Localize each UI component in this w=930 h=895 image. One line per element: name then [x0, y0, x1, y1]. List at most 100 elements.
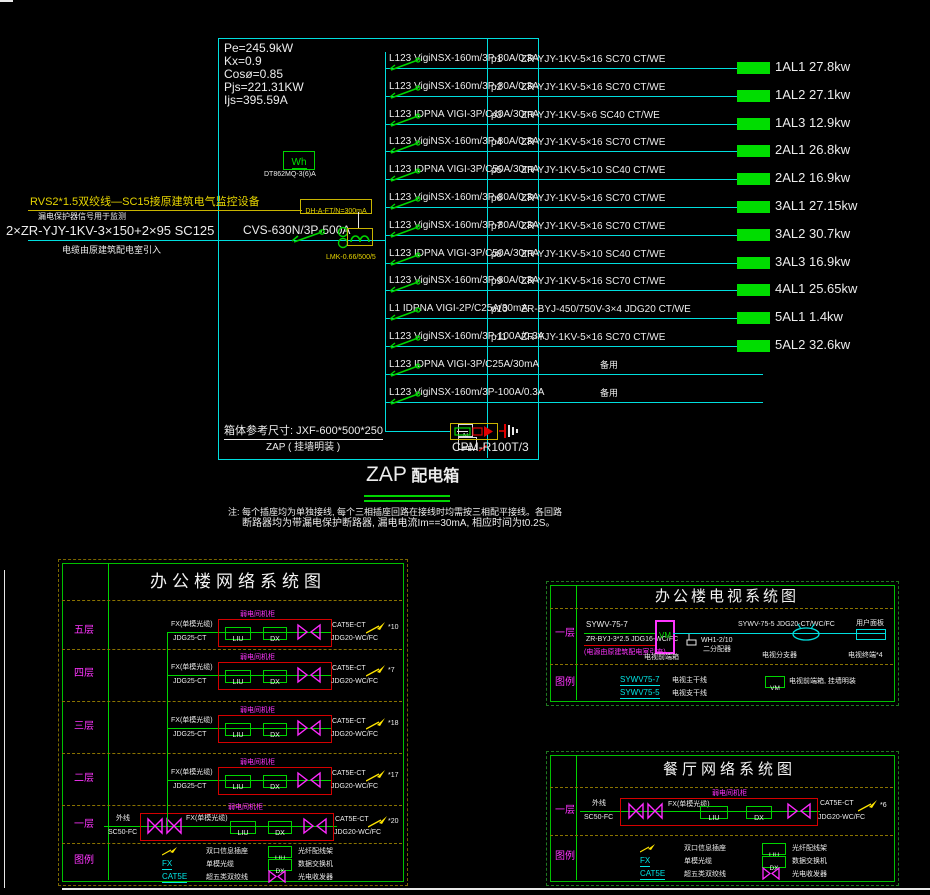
monitor-line: [28, 210, 302, 211]
office-cabinet-box: [140, 813, 334, 841]
office-floor-label: 三层: [74, 721, 94, 732]
legend-text: 数据交换机: [298, 861, 333, 868]
office-external-cable: SC50-FC: [108, 829, 138, 836]
circuit-load-label: 2AL2 16.9kw: [775, 170, 851, 186]
circuit-line: [385, 346, 737, 347]
legend-text: 光电收发器: [792, 871, 827, 878]
office-floor-label: 五层: [74, 625, 94, 636]
circuit-breaker-label: L123 IDPNA VIGI-3P/C25A/30mA: [389, 358, 540, 370]
office-cat-label: CAT5E-CT: [332, 622, 366, 629]
circuit-cable-label: ZR-YJY-1KV-5×16 SC70 CT/WE: [521, 54, 666, 65]
tv-branch-cable-label: SYWV-75-5 JDG20-CT/WC/FC: [738, 621, 835, 628]
restaurant-cat-conduit: JDG20-WC/FC: [818, 814, 866, 821]
page-bottom-edge: [62, 888, 930, 890]
office-transceiver-icon: [296, 771, 322, 789]
office-fiber-label: FX(单模光缆): [186, 815, 228, 822]
office-cabinet-box: [218, 767, 332, 795]
monitor-cable-label: RVS2*1.5双绞线—SC15接原建筑电气监控设备: [30, 196, 260, 208]
circuit-breaker-symbol: [388, 390, 426, 405]
office-dx-label: DX: [270, 732, 280, 739]
circuit-breaker-symbol: [388, 363, 426, 377]
office-cat-label: CAT5E-CT: [332, 665, 366, 672]
office-outlet-count: *10: [388, 624, 399, 631]
office-dx-box: DX: [268, 821, 292, 837]
office-transceiver-icon: [296, 719, 322, 737]
circuit-load-label: 2AL1 26.8kw: [775, 142, 851, 158]
circuit-breaker-symbol: [388, 196, 426, 210]
circuit-number: p5: [491, 165, 503, 177]
office-row-separator: [62, 600, 402, 601]
office-liu-box: LIU: [225, 775, 251, 791]
panel-note-1: 注: 每个插座均为单独接线, 每个三相插座回路在接线时均需按三相配平接线。各回路: [228, 507, 563, 517]
office-fiber-conduit: JDG25-CT: [173, 678, 207, 685]
office-outlet-arrow-icon: [366, 716, 386, 730]
circuit-load-box: [737, 145, 770, 158]
circuit-breaker-symbol: [388, 57, 426, 71]
office-tv-sep-2: [550, 664, 893, 665]
tv-headend-box: VM: [655, 620, 675, 654]
legend-key: CAT5E: [640, 869, 666, 880]
tv-splitter-caption: 二分配器: [703, 646, 731, 653]
circuit-line: [385, 151, 737, 153]
circuit-load-box: [737, 117, 770, 130]
office-cabinet-box: [218, 715, 332, 743]
office-cabinet-label: 弱电间机柜: [240, 759, 275, 766]
restaurant-cabinet-label: 弱电间机柜: [712, 790, 747, 797]
circuit-line: [385, 234, 737, 236]
office-dx-box: DX: [263, 627, 287, 643]
panel-title-latin: ZAP: [366, 463, 407, 486]
office-cabinet-label: 弱电间机柜: [240, 707, 275, 714]
circuit-breaker-label: L123 VigiNSX-160m/3P-100A/0.3A: [389, 386, 545, 398]
office-dx-label: DX: [270, 679, 280, 686]
circuit-load-label: 5AL2 32.6kw: [775, 337, 851, 352]
spd-symbol: [450, 423, 498, 440]
office-floor-label: 二层: [74, 773, 94, 784]
circuit-cable-label: ZR-YJY-1KV-5×16 SC70 CT/WE: [521, 193, 666, 204]
office-dx-label: DX: [270, 636, 280, 643]
legend-text: 光纤配线架: [792, 845, 827, 852]
circuit-breaker-label: L123 IDPNA VIGI-3P/C50A/30mA: [389, 164, 540, 176]
legend-device-key: LIU: [768, 852, 780, 859]
circuit-number: p3: [491, 109, 503, 121]
circuit-number: p7: [491, 220, 503, 232]
legend-transceiver-icon: [268, 870, 286, 883]
circuit-breaker-symbol: [388, 140, 426, 155]
office-cat-label: CAT5E-CT: [332, 718, 366, 725]
tv-trunk-line: [584, 633, 656, 634]
circuit-breaker-label: L123 VigiNSX-160m/3P-80A/0.3A: [389, 53, 539, 64]
legend-outlet-arrow-icon: [640, 843, 656, 853]
circuit-line: [385, 179, 737, 181]
office-cat-conduit: JDG20-WC/FC: [331, 635, 379, 642]
restaurant-sep-2: [550, 835, 893, 836]
tv-splitter-label: WH1-2/10: [701, 637, 733, 644]
legend-text: 超五类双绞线: [684, 871, 726, 878]
tv-headend-label: VM: [659, 631, 671, 640]
circuit-cable-label: ZR-YJY-1KV-5×16 SC70 CT/WE: [521, 276, 666, 288]
spd-line: [385, 431, 450, 432]
office-cabinet-label: 弱电间机柜: [240, 611, 275, 618]
office-liu-box: LIU: [225, 723, 251, 739]
legend-device-box: DX: [762, 856, 786, 872]
circuit-number: p1: [491, 54, 503, 65]
circuit-line: [385, 318, 737, 320]
office-liu-box: LIU: [225, 627, 251, 643]
circuit-number: p4: [491, 137, 503, 149]
circuit-load-label: 1AL2 27.1kw: [775, 86, 851, 102]
circuit-breaker-symbol: [388, 307, 426, 321]
circuit-spare-label: 备用: [600, 387, 619, 398]
pe-bar-box: PE: [458, 437, 477, 453]
tv-headend-caption: 电视前端箱: [644, 654, 679, 661]
legend-text: 单模光缆: [684, 858, 712, 865]
office-external-label: 外线: [116, 815, 130, 822]
restaurant-title: 餐厅网络系统图: [663, 762, 797, 778]
office-outlet-count: *18: [388, 720, 399, 727]
circuit-cable-label: ZR-YJY-1KV-5×16 SC70 CT/WE: [521, 220, 666, 232]
spd-label: CPM-R100T/3: [452, 440, 529, 454]
panel-title-cn: 配电箱: [411, 468, 460, 485]
circuit-line: [385, 123, 737, 125]
office-floor-line: [104, 826, 337, 827]
legend-key: FX: [162, 859, 173, 870]
circuit-breaker-label: L123 VigiNSX-160m/3P-80A/0.3A: [389, 219, 539, 231]
office-legend-label: 图例: [74, 855, 94, 866]
office-cat-conduit: JDG20-WC/FC: [331, 678, 379, 685]
